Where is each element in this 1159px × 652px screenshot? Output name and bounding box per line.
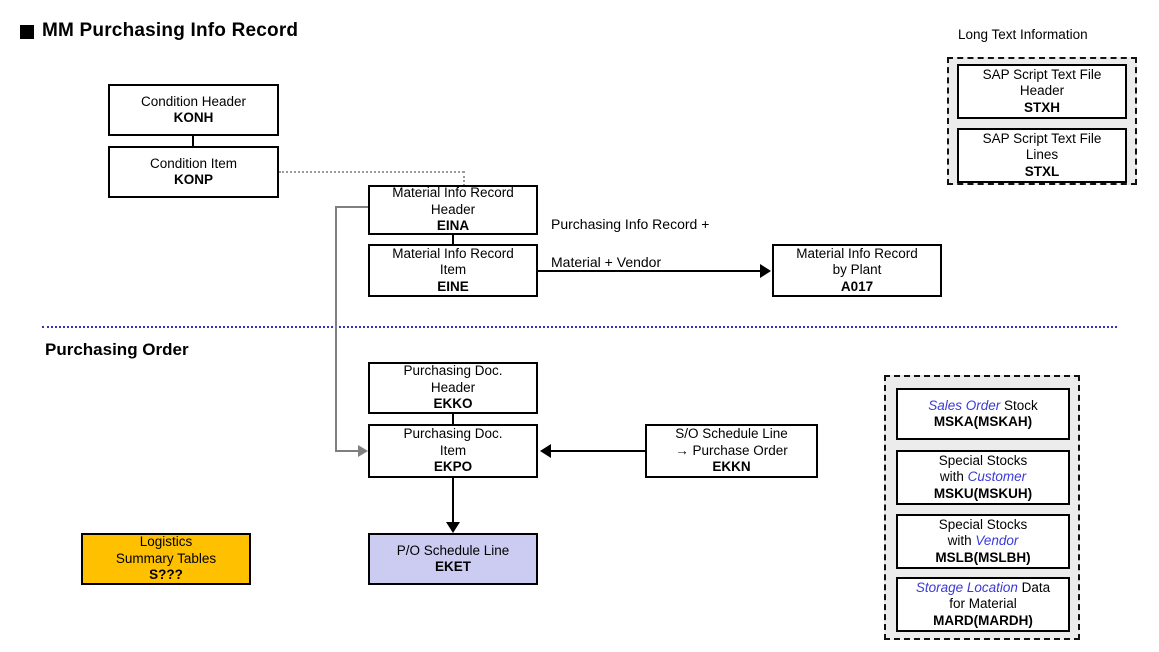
annotation-purchasing-info-record: Purchasing Info Record + Material + Vend… xyxy=(551,196,709,272)
node-konh-code: KONH xyxy=(173,110,214,125)
node-ekko-code: EKKO xyxy=(433,396,473,412)
node-eine-code: EINE xyxy=(437,278,469,294)
node-msku-line2: with Customer xyxy=(940,469,1026,485)
node-mska[interactable]: Sales Order Stock MSKA(MSKAH) xyxy=(896,388,1070,440)
group-label-long-text-information: Long Text Information xyxy=(958,27,1088,42)
node-eina-line2: Header xyxy=(430,201,476,217)
node-ekkn[interactable]: S/O Schedule Line → Purchase Order EKKN xyxy=(645,424,818,478)
node-konp-code: KONP xyxy=(173,172,213,187)
annotation-line1: Purchasing Info Record + xyxy=(551,215,710,232)
node-ekko-line1: Purchasing Doc. xyxy=(403,363,503,379)
connector-branch-to-ekpo xyxy=(335,450,361,452)
node-eket-line1: P/O Schedule Line xyxy=(396,542,510,558)
node-ekpo-line2: Item xyxy=(439,442,467,458)
connector-eina-branch-top xyxy=(335,206,369,208)
node-mslb-emphasis: Vendor xyxy=(975,533,1019,549)
connector-konh-konp xyxy=(192,136,194,147)
arrowhead-to-a017 xyxy=(760,264,771,278)
node-eina[interactable]: Material Info Record Header EINA xyxy=(368,185,538,235)
node-mslb-lead: with xyxy=(947,533,976,549)
node-stxh-line2: Header xyxy=(1019,83,1065,99)
node-mska-tail: Stock xyxy=(1000,397,1038,413)
page-title-text: MM Purchasing Info Record xyxy=(42,20,299,41)
node-mska-line1: Sales Order Stock xyxy=(928,398,1038,414)
connector-eine-a017 xyxy=(538,270,762,272)
filled-square-bullet-icon xyxy=(20,25,34,39)
node-stxl-line2: Lines xyxy=(1025,147,1059,163)
node-mslb-line2: with Vendor xyxy=(948,533,1019,549)
node-mard-tail: Data xyxy=(1017,579,1051,595)
node-mslb-code: MSLB(MSLBH) xyxy=(935,549,1031,565)
node-stxh-code: STXH xyxy=(1023,99,1060,115)
node-ekkn-code: EKKN xyxy=(712,459,751,475)
node-ekpo-line1: Purchasing Doc. xyxy=(403,426,503,442)
node-mard-line1: Storage Location Data xyxy=(916,580,1050,596)
node-mska-emphasis: Sales Order xyxy=(928,397,1001,413)
node-mard-code: MARD(MARDH) xyxy=(933,612,1033,628)
node-msku-code: MSKU(MSKUH) xyxy=(933,485,1033,501)
node-a017-line2: by Plant xyxy=(832,262,882,278)
node-mslb[interactable]: Special Stocks with Vendor MSLB(MSLBH) xyxy=(896,514,1070,569)
node-msku[interactable]: Special Stocks with Customer MSKU(MSKUH) xyxy=(896,450,1070,505)
node-a017-line1: Material Info Record xyxy=(796,245,918,261)
node-logistics-summary-tables[interactable]: Logistics Summary Tables S??? xyxy=(81,533,251,585)
node-eine-line1: Material Info Record xyxy=(392,245,514,261)
connector-eina-branch-vertical xyxy=(335,206,337,451)
node-stxh-line1: SAP Script Text File xyxy=(982,66,1102,82)
node-msku-lead: with xyxy=(939,469,968,485)
node-eine[interactable]: Material Info Record Item EINE xyxy=(368,244,538,297)
connector-konp-eina-vertical xyxy=(463,171,465,186)
arrowhead-to-ekpo-from-ekkn xyxy=(540,444,551,458)
node-mslb-line1: Special Stocks xyxy=(938,516,1028,532)
node-eket[interactable]: P/O Schedule Line EKET xyxy=(368,533,538,585)
section-title-purchasing-order: Purchasing Order xyxy=(45,340,189,359)
node-sxxx-code: S??? xyxy=(149,567,183,583)
node-mard[interactable]: Storage Location Data for Material MARD(… xyxy=(896,577,1070,632)
node-ekkn-line1: S/O Schedule Line xyxy=(675,426,788,442)
node-sxxx-line2: Summary Tables xyxy=(115,550,217,566)
node-a017[interactable]: Material Info Record by Plant A017 xyxy=(772,244,942,297)
connector-konp-eina-horizontal xyxy=(279,171,464,173)
node-mard-line2: for Material xyxy=(949,596,1017,612)
node-konp[interactable]: Condition Item KONP xyxy=(108,146,279,198)
connector-ekkn-ekpo xyxy=(551,450,645,452)
node-stxl[interactable]: SAP Script Text File Lines STXL xyxy=(957,128,1127,183)
node-mard-emphasis: Storage Location xyxy=(915,579,1018,595)
node-msku-line1: Special Stocks xyxy=(938,452,1028,468)
node-ekko-line2: Header xyxy=(430,379,476,395)
node-ekkn-line2: → Purchase Order xyxy=(675,442,788,458)
node-eina-code: EINA xyxy=(436,218,470,234)
node-konh-line1: Condition Header xyxy=(140,93,247,109)
node-ekpo[interactable]: Purchasing Doc. Item EKPO xyxy=(368,424,538,478)
node-konp-line1: Condition Item xyxy=(149,155,238,171)
connector-eina-eine xyxy=(452,234,454,245)
annotation-line2: Material + Vendor xyxy=(551,253,662,270)
page-title: MM Purchasing Info Record xyxy=(20,20,298,42)
arrowhead-to-ekpo xyxy=(358,445,368,457)
node-eina-line1: Material Info Record xyxy=(392,185,514,201)
node-eine-line2: Item xyxy=(439,262,467,278)
section-divider xyxy=(42,326,1117,328)
node-stxl-line1: SAP Script Text File xyxy=(982,130,1102,146)
node-stxl-code: STXL xyxy=(1024,163,1060,179)
node-msku-emphasis: Customer xyxy=(967,469,1027,485)
connector-ekpo-eket xyxy=(452,478,454,523)
node-sxxx-line1: Logistics xyxy=(139,534,193,550)
node-eket-code: EKET xyxy=(434,559,471,574)
node-a017-code: A017 xyxy=(840,278,874,294)
arrowhead-to-eket xyxy=(446,522,460,533)
node-konh[interactable]: Condition Header KONH xyxy=(108,84,279,136)
node-ekko[interactable]: Purchasing Doc. Header EKKO xyxy=(368,362,538,414)
node-ekpo-code: EKPO xyxy=(433,459,473,475)
node-stxh[interactable]: SAP Script Text File Header STXH xyxy=(957,64,1127,119)
node-mska-code: MSKA(MSKAH) xyxy=(933,414,1033,429)
connector-ekko-ekpo xyxy=(452,414,454,424)
